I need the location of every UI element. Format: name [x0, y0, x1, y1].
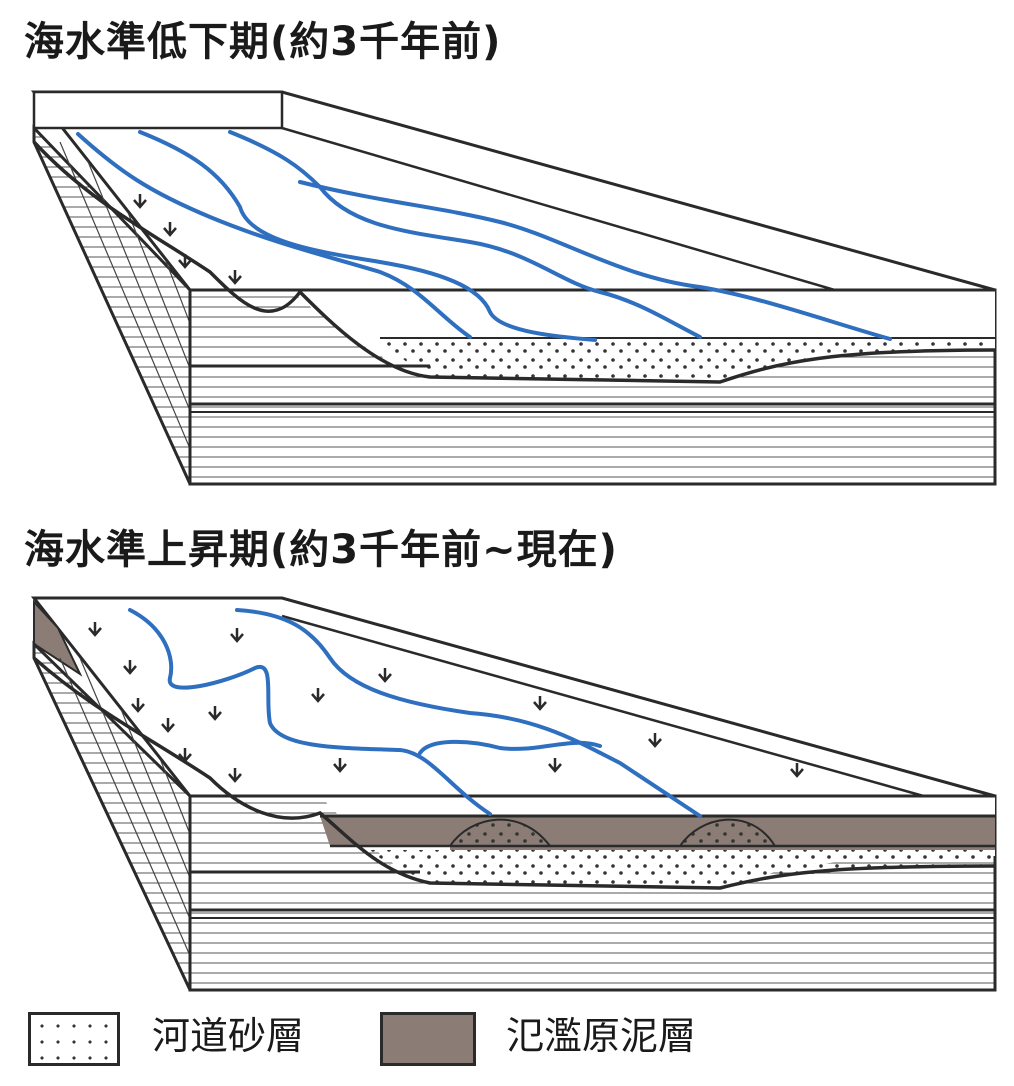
far-edge-rim — [281, 596, 996, 798]
channel-sand-layer — [380, 338, 995, 382]
block-diagram-sea-level-fall — [30, 90, 997, 486]
top-surface — [30, 596, 996, 798]
river-channel — [138, 130, 597, 342]
far-edge-band — [32, 90, 284, 130]
far-edge-rim — [281, 614, 996, 818]
valley-boundary — [32, 140, 996, 384]
river-channel — [128, 608, 492, 816]
panel-title-sea-level-fall: 海水準低下期(約3千年前) — [24, 19, 502, 65]
valley-boundary — [32, 656, 996, 890]
river-channel — [418, 739, 602, 755]
legend-swatch-channel-sand — [28, 1012, 120, 1066]
down-arrow-icon — [88, 622, 804, 783]
river-channel — [76, 132, 472, 339]
legend: 河道砂層 氾濫原泥層 — [28, 1008, 988, 1072]
river-channel — [298, 180, 892, 341]
down-arrow-icon — [133, 194, 242, 285]
legend-label-channel-sand: 河道砂層 — [152, 1014, 305, 1058]
river-channel — [235, 608, 702, 818]
block-diagram-sea-level-rise — [30, 596, 997, 992]
levee-sand-mound — [678, 818, 777, 847]
channel-sand-layer — [370, 850, 995, 888]
river-channel — [228, 130, 702, 339]
floodplain-mud-corner — [33, 599, 83, 677]
legend-label-floodplain-mud: 氾濫原泥層 — [506, 1014, 697, 1058]
panel-title-sea-level-rise: 海水準上昇期(約3千年前~現在) — [24, 527, 618, 573]
levee-sand-mound — [448, 818, 553, 847]
floodplain-mud-layer — [320, 816, 995, 846]
legend-swatch-floodplain-mud — [380, 1012, 476, 1066]
